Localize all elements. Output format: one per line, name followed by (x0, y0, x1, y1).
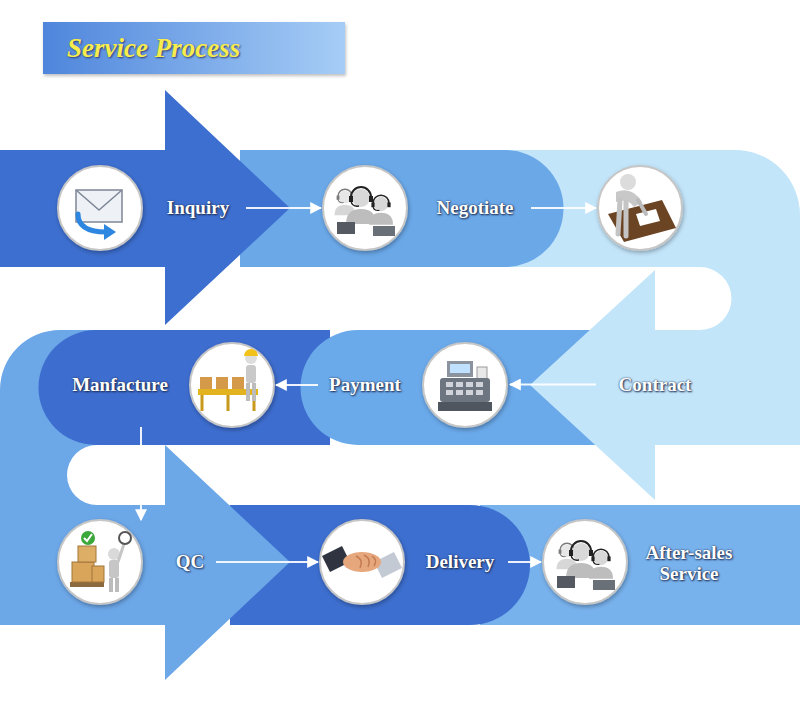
cash-register-icon (466, 382, 473, 387)
handshake-icon (320, 520, 404, 604)
handshake-icon (320, 520, 404, 604)
signing-icon (620, 174, 636, 190)
agent-icon (543, 520, 627, 604)
diagram-title: Service Process (67, 33, 240, 64)
inspection-icon (84, 534, 92, 541)
cash-register-icon (446, 390, 453, 395)
agent-icon (593, 580, 615, 590)
signing-icon (598, 166, 682, 250)
conveyor-icon (244, 349, 258, 356)
envelope-icon (104, 224, 116, 240)
agent-icon (543, 520, 627, 604)
cash-register-icon (476, 390, 483, 395)
cash-register-icon (466, 390, 473, 395)
inspection-icon (72, 562, 94, 582)
conveyor-icon (190, 343, 274, 427)
step-label: Manfacture (65, 375, 175, 396)
cash-register-icon (446, 382, 453, 387)
agent-icon (323, 166, 407, 250)
cash-register-icon (447, 361, 473, 377)
flow-arrow (0, 90, 290, 325)
flow-connector (246, 207, 321, 209)
envelope-icon (58, 166, 142, 250)
envelope-icon (76, 190, 122, 222)
inspection-icon (78, 546, 96, 562)
agent-icon (557, 576, 575, 588)
cash-register-icon (423, 343, 507, 427)
conveyor-icon (200, 377, 212, 389)
flow-band (39, 330, 331, 445)
agent-icon (346, 187, 376, 224)
inspection-icon (70, 582, 104, 587)
cash-register-icon (440, 378, 490, 402)
flow-arrow (0, 330, 330, 680)
step-label: Negotiate (420, 198, 530, 219)
cash-register-icon (450, 364, 470, 373)
conveyor-icon (190, 343, 274, 427)
agent-icon (373, 226, 395, 236)
cash-register-icon (456, 390, 463, 395)
signing-icon (618, 200, 626, 236)
conveyor-icon (248, 383, 254, 401)
title-banner: Service Process (43, 22, 345, 74)
step-label: Delivery (410, 552, 510, 573)
process-step: Contract (596, 164, 716, 426)
inspection-icon (81, 531, 95, 545)
signing-icon (636, 209, 660, 226)
inspection-icon (58, 520, 142, 604)
inspection-icon (58, 520, 142, 604)
flow-connector (216, 561, 318, 563)
handshake-icon (356, 555, 376, 568)
signing-icon (608, 200, 676, 242)
step-label: After-sales Service (634, 543, 744, 584)
step-label: QC (160, 552, 220, 573)
inspection-icon (92, 566, 104, 582)
conveyor-icon (232, 377, 244, 389)
process-step: After-sales Service (541, 520, 741, 608)
cash-register-icon (456, 382, 463, 387)
inspection-icon (118, 544, 124, 562)
process-step: Inquiry (56, 164, 246, 252)
agent-icon (323, 166, 407, 250)
flow-connector (508, 561, 541, 563)
step-label: Payment (315, 375, 415, 396)
process-step: Payment (318, 343, 510, 427)
signing-icon (638, 200, 646, 214)
cash-register-icon (423, 343, 507, 427)
inspection-icon (109, 560, 119, 578)
cash-register-icon (477, 367, 487, 379)
process-step: Manfacture (66, 343, 276, 427)
envelope-icon (76, 190, 122, 210)
handshake-icon (343, 552, 381, 572)
flow-connector (140, 427, 142, 520)
cash-register-icon (476, 382, 483, 387)
envelope-icon (58, 166, 142, 250)
inspection-icon (111, 578, 117, 592)
agent-icon (566, 541, 596, 578)
process-step: QC (56, 520, 216, 604)
signing-icon (598, 166, 682, 250)
flow-connector (531, 207, 596, 209)
flow-connector (276, 384, 318, 386)
cash-register-icon (438, 402, 492, 411)
step-label: Contract (600, 375, 710, 396)
process-step: Negotiate (321, 164, 531, 252)
process-step: Delivery (318, 520, 508, 604)
agent-icon (337, 222, 355, 234)
step-label: Inquiry (148, 198, 248, 219)
inspection-icon (119, 532, 131, 544)
conveyor-icon (246, 365, 256, 383)
conveyor-icon (216, 377, 228, 389)
envelope-icon (78, 214, 106, 232)
flow-connector (510, 384, 596, 386)
